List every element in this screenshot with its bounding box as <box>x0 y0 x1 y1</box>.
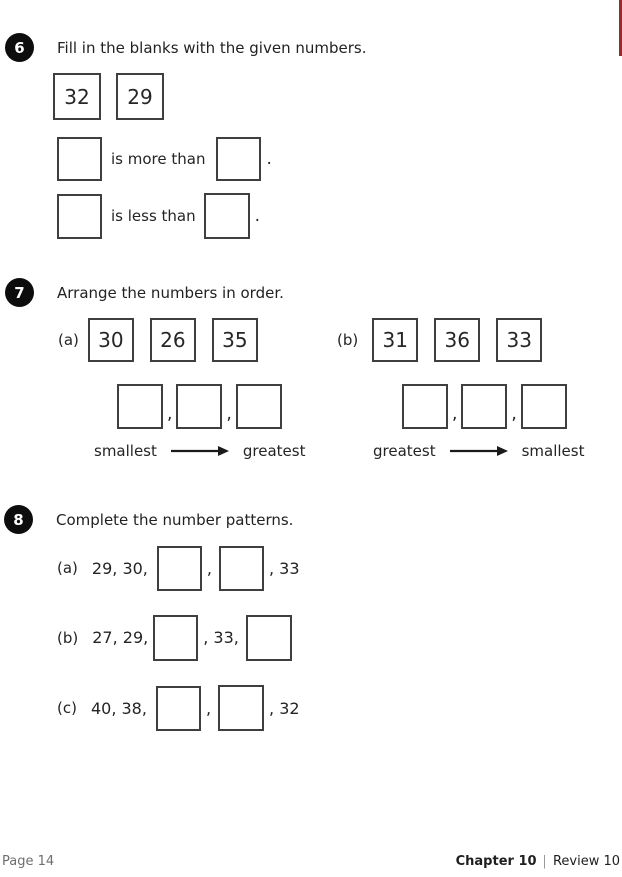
footer-review: Review 10 <box>552 854 620 869</box>
number-card: 33 <box>496 318 543 362</box>
order-from-label: greatest <box>373 442 436 460</box>
pattern-prefix: 40, 38, <box>90 698 147 718</box>
comma-text: , <box>452 403 458 424</box>
pattern-prefix: 27, 29, <box>92 628 149 647</box>
comma-text: , <box>511 403 517 424</box>
answer-box[interactable] <box>155 685 201 731</box>
answer-box[interactable] <box>176 384 223 429</box>
number-card: 26 <box>149 318 196 362</box>
answer-box[interactable] <box>156 545 202 591</box>
comma-text: , <box>226 403 232 424</box>
number-card-value: 35 <box>222 328 248 352</box>
footer-chapter-info: Chapter 10 | Review 10 <box>456 854 620 869</box>
number-card-value: 31 <box>382 328 408 352</box>
answer-box[interactable] <box>461 384 508 429</box>
answer-box[interactable] <box>117 384 163 429</box>
period-text: . <box>254 206 261 226</box>
arrow-right-icon <box>449 446 508 456</box>
pattern-suffix: , 32 <box>269 698 300 718</box>
part-label: (c) <box>57 699 77 717</box>
answer-box[interactable] <box>153 614 199 661</box>
q6-given-numbers-row: 32 29 <box>53 73 164 120</box>
order-to-label: smallest <box>521 442 585 460</box>
number-card: 30 <box>87 318 134 362</box>
part-label: (b) <box>57 628 79 647</box>
page-accent-line <box>619 0 622 56</box>
answer-box[interactable] <box>57 136 102 181</box>
answer-box[interactable] <box>57 193 102 239</box>
number-card-value: 30 <box>98 328 124 352</box>
answer-box[interactable] <box>216 136 262 181</box>
number-card: 29 <box>116 73 164 120</box>
number-card: 35 <box>211 318 258 362</box>
number-card-value: 26 <box>160 328 186 352</box>
question-number: 6 <box>14 38 25 57</box>
question-number: 7 <box>14 283 25 302</box>
question-number: 8 <box>13 510 24 529</box>
statement-text: is more than <box>111 149 206 168</box>
answer-box[interactable] <box>218 545 264 591</box>
question-8-instruction: Complete the number patterns. <box>56 510 294 529</box>
question-7-instruction: Arrange the numbers in order. <box>57 283 284 302</box>
order-to-label: greatest <box>242 442 306 460</box>
question-6-badge: 6 <box>5 33 34 62</box>
number-card: 31 <box>372 318 419 362</box>
q7-part-a-answer-row: , , <box>117 384 282 429</box>
part-label: (b) <box>337 331 359 349</box>
q7-part-b-answer-row: , , <box>402 384 567 429</box>
statement-text: is less than <box>111 207 196 225</box>
answer-box[interactable] <box>218 685 265 731</box>
pattern-prefix: 29, 30, <box>91 558 148 578</box>
question-8-badge: 8 <box>4 505 33 534</box>
q7-part-a-order-row: smallest greatest <box>94 441 305 461</box>
q6-statement-less: is less than . <box>57 193 260 239</box>
answer-box[interactable] <box>245 614 292 661</box>
comma-text: , <box>167 403 173 424</box>
period-text: . <box>266 148 272 169</box>
question-7-header: 7 Arrange the numbers in order. <box>5 278 284 307</box>
pattern-suffix: , 33 <box>268 558 300 578</box>
number-card-value: 29 <box>127 84 153 109</box>
q8-pattern-c-row: (c) 40, 38, , , 32 <box>57 685 300 731</box>
pattern-middle: , 33, <box>203 628 239 647</box>
footer-page-number: Page 14 <box>2 854 55 869</box>
q7-part-b-numbers: (b) 31 36 33 <box>337 318 543 362</box>
part-label: (a) <box>58 331 79 349</box>
question-7-badge: 7 <box>5 278 34 307</box>
order-from-label: smallest <box>94 442 157 460</box>
q7-part-b-order-row: greatest smallest <box>373 441 584 461</box>
number-card: 36 <box>434 318 481 362</box>
answer-box[interactable] <box>402 384 448 429</box>
footer-chapter: Chapter 10 <box>455 854 537 869</box>
q8-pattern-b-row: (b) 27, 29, , 33, <box>57 614 292 661</box>
number-card: 32 <box>53 73 101 120</box>
question-8-header: 8 Complete the number patterns. <box>4 505 293 534</box>
arrow-right-icon <box>170 446 229 456</box>
pattern-middle: , <box>206 558 212 578</box>
q6-statement-more: is more than . <box>57 136 272 181</box>
question-6-header: 6 Fill in the blanks with the given numb… <box>5 33 366 62</box>
footer-separator: | <box>542 854 547 869</box>
pattern-middle: , <box>205 698 212 718</box>
q8-pattern-a-row: (a) 29, 30, , , 33 <box>57 545 300 591</box>
answer-box[interactable] <box>520 384 567 429</box>
number-card-value: 36 <box>444 328 470 352</box>
question-6-instruction: Fill in the blanks with the given number… <box>57 38 367 57</box>
q7-part-a-numbers: (a) 30 26 35 <box>58 318 258 362</box>
number-card-value: 33 <box>506 328 532 352</box>
answer-box[interactable] <box>235 384 282 429</box>
part-label: (a) <box>57 559 78 577</box>
number-card-value: 32 <box>64 84 90 109</box>
answer-box[interactable] <box>203 193 250 239</box>
